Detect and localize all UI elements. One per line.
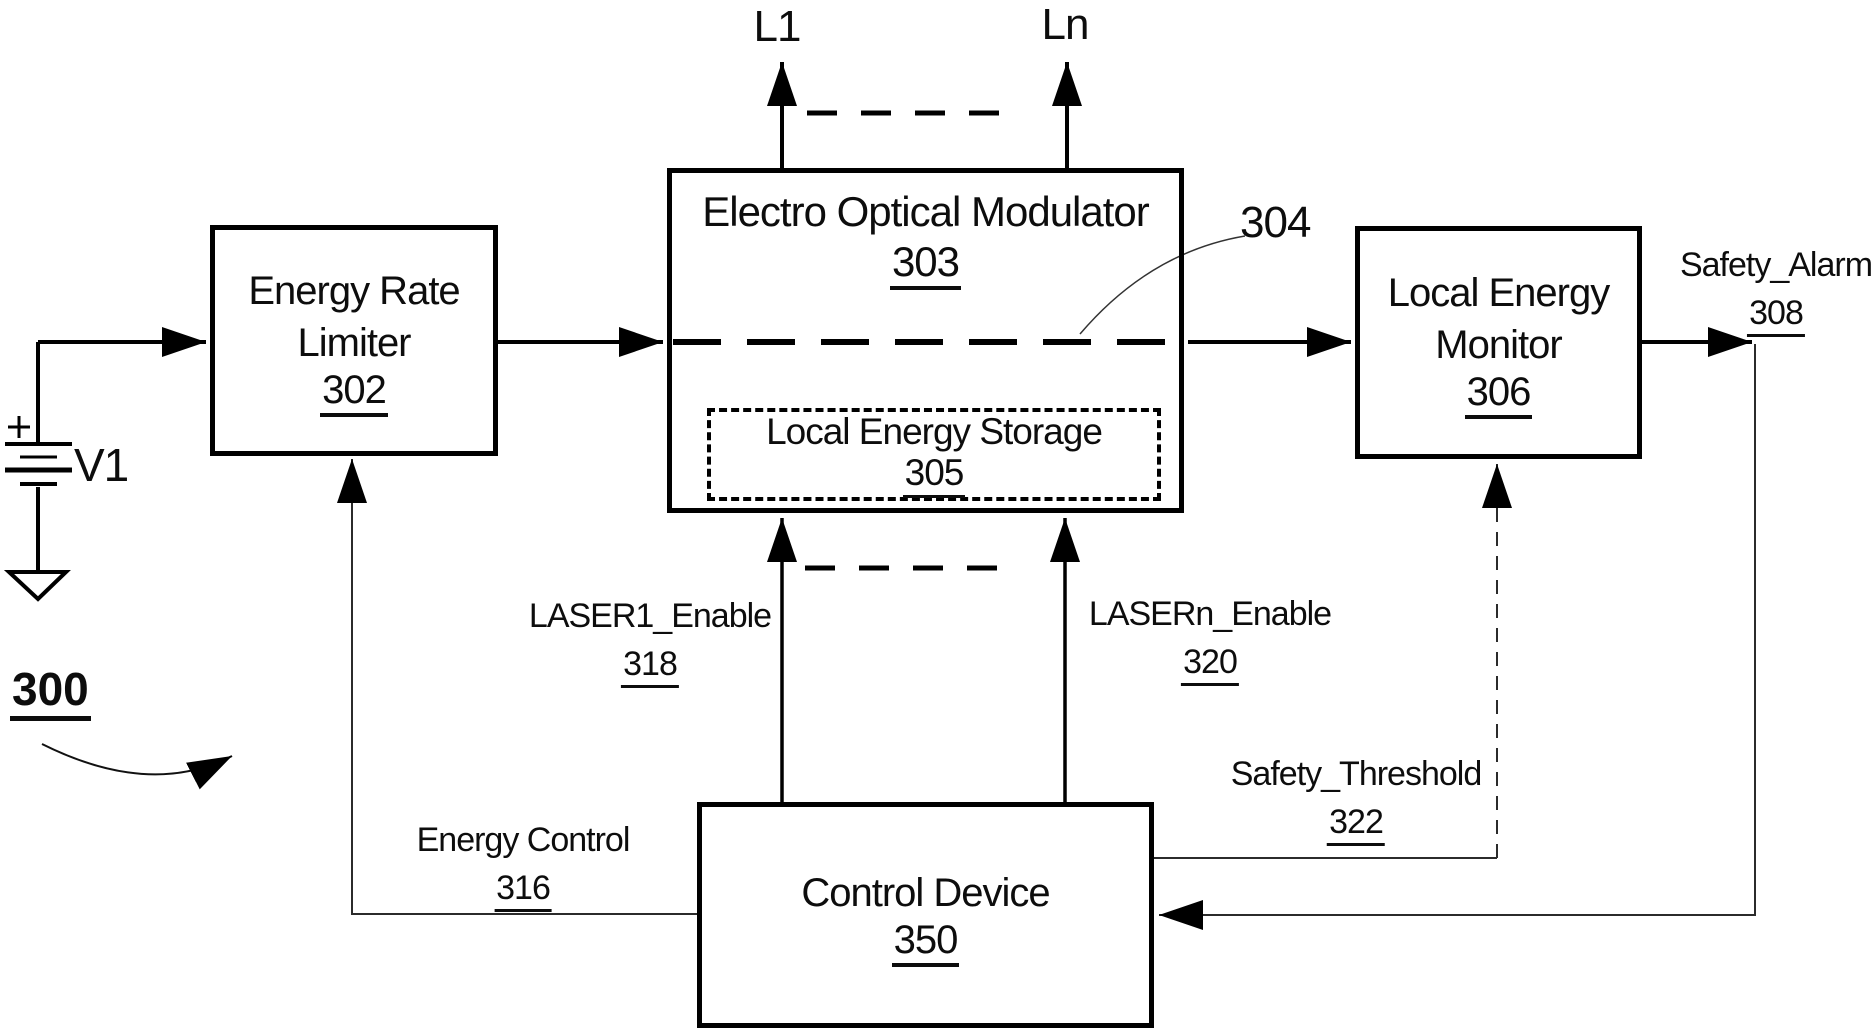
block-local-energy-storage: Local Energy Storage 305 (707, 408, 1161, 501)
block-title: Control Device (801, 871, 1050, 915)
block-ref-number: 305 (902, 453, 966, 498)
signal-label: LASERn_Enable (1088, 595, 1332, 633)
block-local-energy-monitor: Local Energy Monitor 306 (1355, 226, 1642, 459)
block-ref-number: 302 (320, 369, 388, 417)
signal-laser1-enable: LASER1_Enable 318 (528, 592, 772, 689)
block-title: Monitor (1435, 322, 1562, 367)
signal-safety-alarm: Safety_Alarm 308 (1679, 241, 1873, 338)
plus-icon (8, 416, 30, 438)
block-title: Limiter (297, 320, 411, 365)
block-title: Electro Optical Modulator (702, 188, 1150, 235)
signal-ref-number: 318 (621, 647, 679, 688)
signal-ref-number: 322 (1327, 805, 1385, 846)
callout-304-leader (1079, 235, 1246, 335)
signal-lasern-enable: LASERn_Enable 320 (1088, 590, 1332, 687)
signal-ref-number: 308 (1747, 296, 1805, 337)
signal-energy-control: Energy Control 316 (417, 816, 630, 913)
arrow-safety-alarm-feedback (1159, 344, 1756, 930)
voltage-source-label: V1 (74, 439, 129, 491)
block-ref-number: 306 (1464, 371, 1533, 419)
figure-reference-number: 300 (10, 662, 91, 722)
block-ref-number: 350 (891, 919, 960, 967)
block-electro-optical-modulator: Electro Optical Modulator 303 (667, 168, 1184, 513)
signal-ref-number: 316 (494, 871, 552, 912)
signal-label: Safety_Alarm (1679, 246, 1873, 284)
block-title: Local Energy Storage (766, 411, 1103, 453)
ground-icon (3, 570, 71, 602)
signal-safety-threshold: Safety_Threshold 322 (1231, 750, 1482, 847)
battery-icon (5, 442, 72, 486)
signal-ref-number: 320 (1181, 645, 1239, 686)
block-ref-number: 303 (889, 239, 962, 290)
output-label-l1: L1 (753, 2, 802, 51)
figure-ref-text: 300 (10, 665, 91, 722)
figure-300-arrow (41, 743, 233, 790)
signal-label: LASER1_Enable (528, 597, 772, 635)
output-label-ln: Ln (1041, 0, 1090, 49)
block-title: Local Energy (1387, 270, 1610, 315)
signal-label: Energy Control (416, 821, 631, 859)
block-control-device: Control Device 350 (697, 802, 1154, 1028)
signal-label: Safety_Threshold (1230, 755, 1482, 793)
callout-304-label: 304 (1240, 198, 1311, 247)
block-title: Energy Rate (248, 268, 460, 313)
block-energy-rate-limiter: Energy Rate Limiter 302 (210, 225, 498, 456)
arrow-energy-control (337, 459, 697, 915)
